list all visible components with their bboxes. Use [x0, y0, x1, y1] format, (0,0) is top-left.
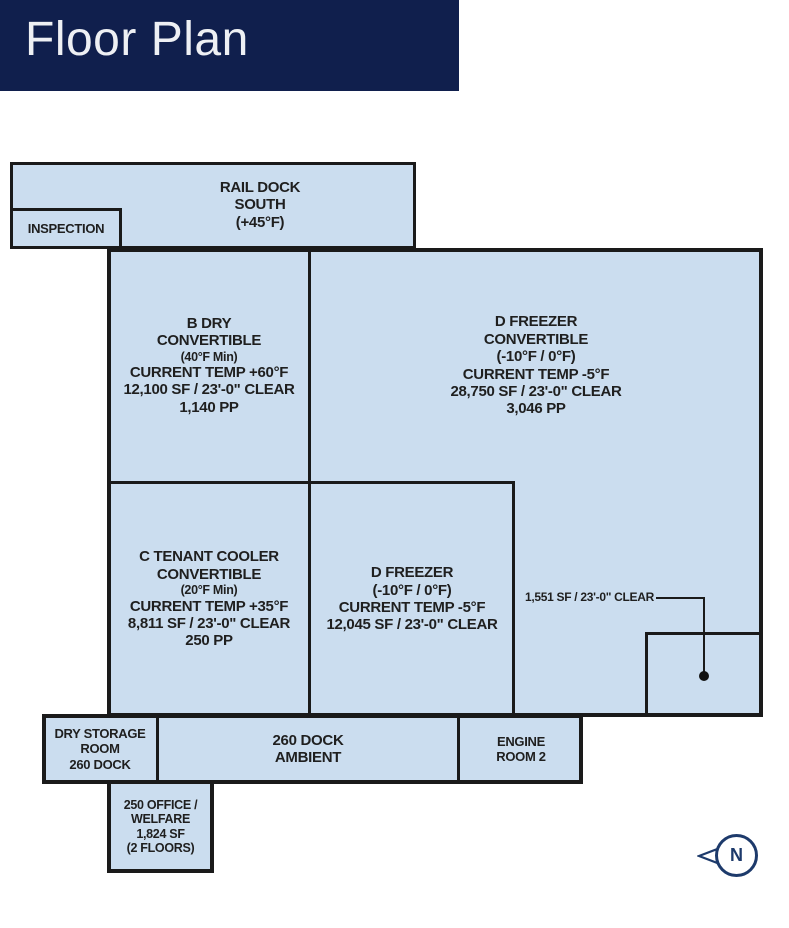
label-line: 8,811 SF / 23'-0" CLEAR [127, 614, 291, 632]
leader-line-vertical [703, 597, 705, 677]
label-line: 12,100 SF / 23'-0" CLEAR [123, 381, 295, 399]
label-line: 250 PP [185, 632, 233, 650]
label-line: 3,046 PP [506, 400, 566, 418]
label-line: RAIL DOCK [219, 178, 301, 196]
label-line: B DRY [186, 314, 232, 332]
dry-storage-label: DRY STORAGE ROOM 260 DOCK [44, 715, 156, 783]
label-line: AMBIENT [274, 749, 342, 766]
label-line: CONVERTIBLE [156, 565, 262, 583]
wall-divider-vertical-freezer [512, 481, 515, 717]
leader-line-horizontal [656, 597, 704, 599]
label-line: (-10°F / 0°F) [372, 581, 452, 599]
rail-dock-label: RAIL DOCK SOUTH (+45°F) [107, 164, 413, 246]
label-line: (2 FLOORS) [126, 841, 195, 855]
label-line: CURRENT TEMP +35°F [129, 597, 289, 615]
label-line: CURRENT TEMP -5°F [338, 599, 486, 616]
b-dry-convertible-label: B DRY CONVERTIBLE (40°F Min) CURRENT TEM… [109, 250, 309, 481]
label-line: ROOM 2 [496, 749, 546, 764]
label-line: C TENANT COOLER [139, 548, 279, 566]
label-line: ROOM [80, 741, 120, 757]
label-line: DRY STORAGE [54, 726, 146, 742]
label-line: 12,045 SF / 23'-0" CLEAR [326, 616, 498, 634]
label-line: 1,824 SF [136, 826, 185, 841]
label-line: ENGINE [496, 733, 546, 749]
label-line: (+45°F) [235, 213, 285, 231]
label-line: SOUTH [234, 196, 286, 214]
label-line: 260 DOCK [69, 756, 131, 772]
dock-ambient-label: 260 DOCK AMBIENT [159, 715, 457, 783]
label-line: CURRENT TEMP -5°F [462, 365, 610, 383]
label-line: D FREEZER [370, 564, 454, 582]
leader-dot [699, 671, 709, 681]
page-title: Floor Plan [25, 13, 249, 66]
wall-dock-divider-left [156, 714, 159, 784]
room-260-dock-strip [42, 714, 583, 784]
label-line: 1,140 PP [179, 398, 239, 416]
label-line: D FREEZER [494, 313, 578, 331]
room-inspection: INSPECTION [10, 208, 122, 249]
small-room-area-callout: 1,551 SF / 23'-0" CLEAR [524, 590, 654, 604]
room-250-office-welfare: 250 OFFICE / WELFARE 1,824 SF (2 FLOORS) [107, 780, 214, 873]
header-banner: Floor Plan [0, 0, 459, 91]
wall-divider-horizontal-mid [107, 481, 515, 484]
label-line: CONVERTIBLE [483, 330, 589, 348]
wall-small-room-left [645, 632, 648, 717]
label-line: 28,750 SF / 23'-0" CLEAR [450, 382, 622, 400]
label-line: CURRENT TEMP +60°F [129, 364, 289, 382]
inspection-label: INSPECTION [27, 220, 105, 236]
c-tenant-cooler-label: C TENANT COOLER CONVERTIBLE (20°F Min) C… [109, 483, 309, 715]
engine-room-2-label: ENGINE ROOM 2 [460, 715, 582, 783]
label-line: (20°F Min) [180, 583, 238, 598]
label-line: 260 DOCK [272, 731, 344, 749]
d-freezer-convertible-label: D FREEZER CONVERTIBLE (-10°F / 0°F) CURR… [311, 250, 761, 481]
north-label: N [730, 845, 743, 865]
label-line: (40°F Min) [180, 349, 238, 364]
label-line: WELFARE [130, 812, 190, 826]
label-line: (-10°F / 0°F) [496, 348, 576, 366]
north-indicator: N [715, 834, 758, 877]
wall-dock-divider-right [457, 714, 460, 784]
d-freezer-label: D FREEZER (-10°F / 0°F) CURRENT TEMP -5°… [312, 483, 512, 715]
label-line: CONVERTIBLE [156, 332, 262, 350]
label-line: 250 OFFICE / [123, 797, 198, 812]
